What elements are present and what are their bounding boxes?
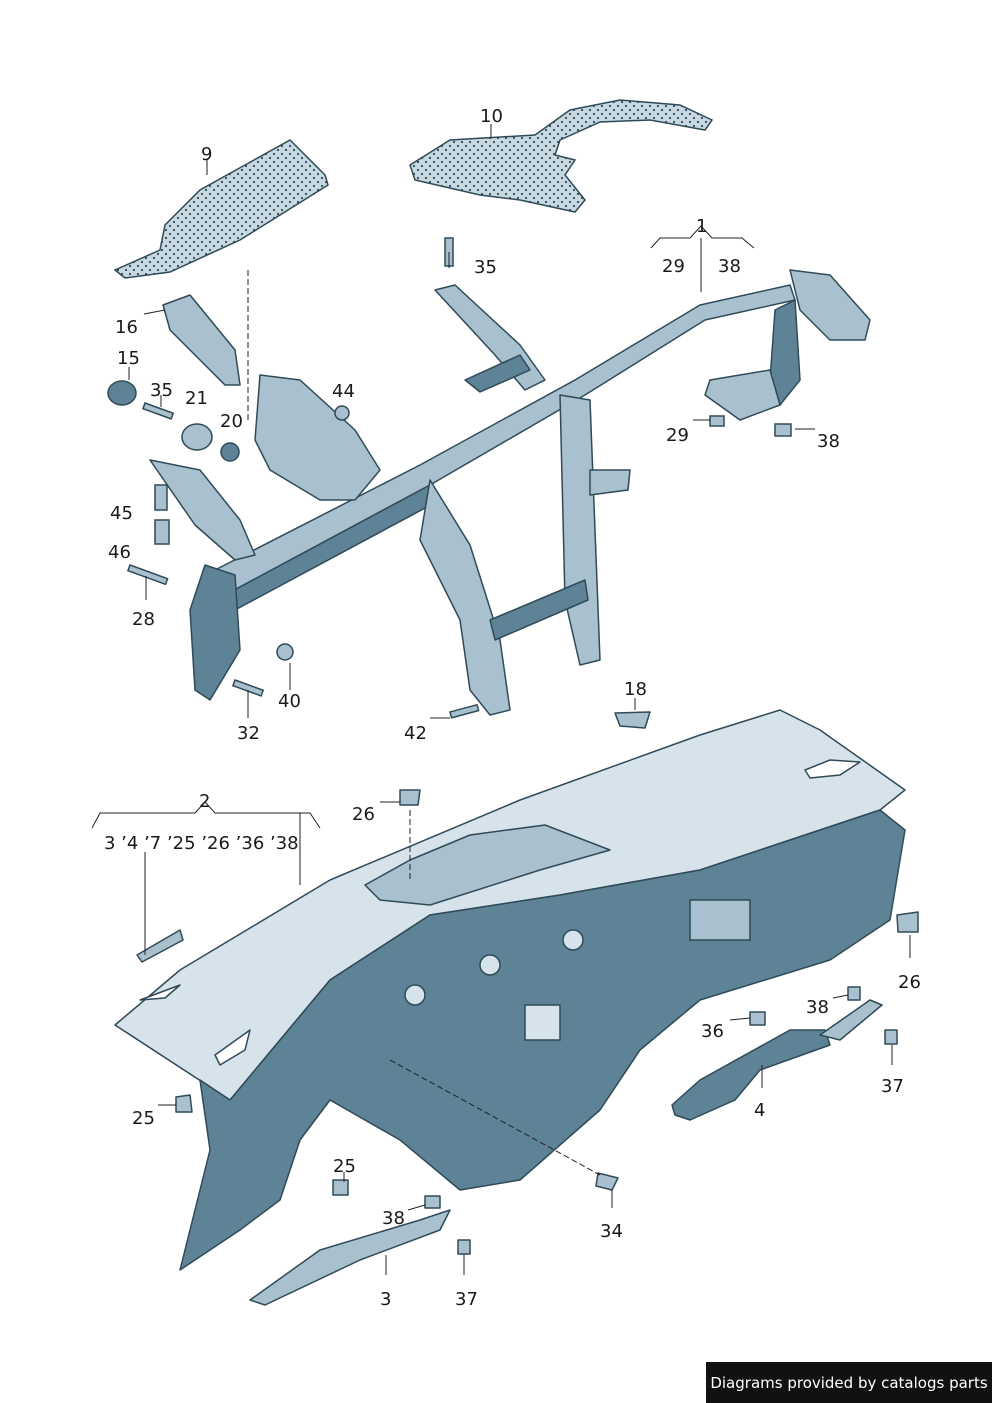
- callout-38-upper: 38: [718, 256, 741, 277]
- cross-car-beam-1: [149, 269, 871, 716]
- callout-16: 16: [115, 317, 138, 338]
- callout-26-top: 26: [352, 804, 375, 825]
- dashboard-2: [114, 709, 906, 1271]
- insulation-pad-9: [113, 139, 329, 279]
- callout-2: 2: [199, 791, 211, 812]
- callout-28: 28: [132, 609, 155, 630]
- attribution-banner: Diagrams provided by catalogs parts: [706, 1362, 992, 1403]
- callout-37-right: 37: [881, 1076, 904, 1097]
- callout-25-center: 25: [333, 1156, 356, 1177]
- callout-40: 40: [278, 691, 301, 712]
- callout-38-right: 38: [817, 431, 840, 452]
- callout-1: 1: [696, 216, 708, 237]
- callout-29-lower: 29: [666, 425, 689, 446]
- callout-21: 21: [185, 388, 208, 409]
- callout-36: 36: [701, 1021, 724, 1042]
- callout-2-components: 3 ’4 ’7 ’25 ’26 ’36 ’38: [104, 833, 299, 854]
- callout-18: 18: [624, 679, 647, 700]
- insulation-pad-10: [409, 99, 714, 213]
- callout-20: 20: [220, 411, 243, 432]
- callout-35-left: 35: [150, 380, 173, 401]
- callout-46: 46: [108, 542, 131, 563]
- callout-32: 32: [237, 723, 260, 744]
- callout-25-left: 25: [132, 1108, 155, 1129]
- callout-38-lower-left: 38: [382, 1208, 405, 1229]
- callout-37-bottom: 37: [455, 1289, 478, 1310]
- callout-34: 34: [600, 1221, 623, 1242]
- callout-4: 4: [754, 1100, 766, 1121]
- callout-42: 42: [404, 723, 427, 744]
- callout-10: 10: [480, 106, 503, 127]
- callout-15: 15: [117, 348, 140, 369]
- attribution-text: Diagrams provided by catalogs parts: [710, 1373, 988, 1392]
- callout-35-top: 35: [474, 257, 497, 278]
- callout-44: 44: [332, 381, 355, 402]
- callout-3: 3: [380, 1289, 392, 1310]
- lower-parts: [136, 711, 919, 1306]
- callout-38-lower-right: 38: [806, 997, 829, 1018]
- callout-9: 9: [201, 144, 213, 165]
- leader-lines: [91, 124, 911, 1275]
- callout-26-right: 26: [898, 972, 921, 993]
- callout-29-upper: 29: [662, 256, 685, 277]
- callout-45: 45: [110, 503, 133, 524]
